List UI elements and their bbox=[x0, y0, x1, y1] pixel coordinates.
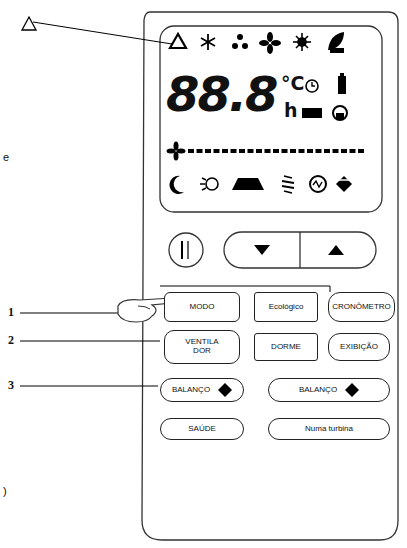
power-button bbox=[169, 233, 203, 267]
button-label: EXIBIÇÃO bbox=[340, 343, 378, 352]
callout-number: 2 bbox=[8, 334, 14, 346]
fan-button: VENTILA DOR bbox=[164, 330, 240, 364]
leader-line bbox=[20, 341, 160, 342]
display-button: EXIBIÇÃO bbox=[328, 333, 390, 361]
leader-line bbox=[33, 22, 172, 44]
health-button: SAÚDE bbox=[160, 418, 244, 440]
temperature-buttons bbox=[224, 232, 376, 268]
callout-number: 1 bbox=[8, 306, 14, 318]
mode-button: MODO bbox=[164, 292, 240, 322]
button-label: Numa turbina bbox=[305, 425, 353, 434]
button-label: MODO bbox=[190, 303, 215, 312]
leader-line bbox=[20, 386, 158, 387]
lcd-icons bbox=[167, 32, 367, 194]
sleep-button: DORME bbox=[254, 333, 318, 361]
button-label: DORME bbox=[271, 343, 301, 352]
cropped-text: e bbox=[3, 152, 9, 163]
lcd-screen bbox=[160, 26, 382, 212]
button-label: Ecológico bbox=[269, 303, 304, 312]
button-label: SAÚDE bbox=[188, 425, 216, 434]
button-label: VENTILA DOR bbox=[182, 338, 222, 356]
swing-button: BALANÇO bbox=[268, 378, 390, 402]
triangle-symbol bbox=[22, 17, 36, 30]
diamond-symbol bbox=[345, 383, 359, 397]
lcd-digits: 88.8 bbox=[166, 70, 276, 118]
diamond-symbol bbox=[218, 383, 232, 397]
cropped-text: ) bbox=[3, 486, 7, 497]
callout-number: 3 bbox=[8, 379, 14, 391]
timer-button: CRONÔMETRO bbox=[328, 292, 395, 322]
button-label: BALANÇO bbox=[299, 386, 337, 395]
lcd-unit: h bbox=[284, 101, 298, 120]
eco-button: Ecológico bbox=[254, 292, 318, 322]
button-label: BALANÇO bbox=[172, 386, 210, 395]
button-label: CRONÔMETRO bbox=[332, 303, 391, 312]
lcd-unit: °C bbox=[281, 74, 304, 93]
turbo-button: Numa turbina bbox=[268, 418, 390, 440]
swing-button: BALANÇO bbox=[160, 378, 244, 402]
remote-housing bbox=[142, 12, 398, 540]
